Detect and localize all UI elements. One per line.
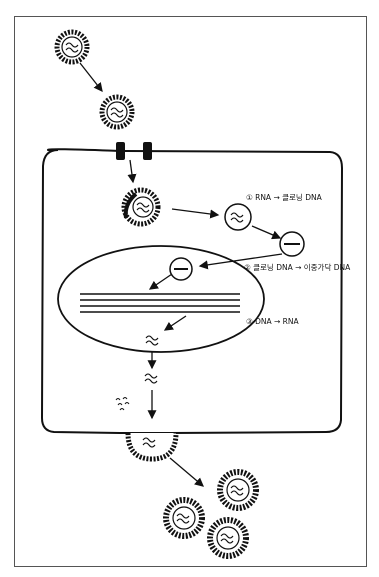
virus-particle-icon bbox=[163, 497, 205, 539]
viral-rna bbox=[144, 373, 158, 384]
arrow-entry bbox=[127, 159, 137, 184]
arrow-transcription bbox=[163, 315, 187, 331]
arrow-approach bbox=[79, 62, 103, 93]
membrane-receptor-icon bbox=[116, 142, 152, 160]
nucleus bbox=[57, 245, 265, 353]
annotation-step3: ③ DNA → RNA bbox=[246, 317, 299, 326]
host-chromosome bbox=[80, 293, 240, 313]
virus-particle-icon bbox=[207, 517, 249, 559]
viral-protein-fragments bbox=[115, 397, 130, 411]
annotation-step1: ① RNA → 클로닝 DNA bbox=[246, 192, 323, 202]
cell-membrane bbox=[40, 148, 344, 434]
virus-particle-icon bbox=[121, 187, 161, 227]
arrow-integration bbox=[148, 273, 173, 290]
virus-particle-icon bbox=[217, 469, 259, 511]
dna-core-icon bbox=[279, 231, 305, 257]
virus-particle-icon bbox=[54, 29, 90, 65]
rna-core-icon bbox=[224, 203, 252, 231]
arrow-uncoat bbox=[171, 208, 220, 219]
arrow-to-nucleus bbox=[198, 253, 283, 270]
arrow-release bbox=[169, 457, 204, 487]
dna-core-icon bbox=[169, 257, 193, 281]
viral-rna bbox=[145, 335, 159, 346]
annotation-step2: ② 클로닝 DNA → 이중가닥 DNA bbox=[244, 262, 351, 272]
arrow-reverse-transcription bbox=[251, 225, 282, 240]
virus-particle-icon bbox=[99, 94, 135, 130]
budding-virus-icon bbox=[125, 432, 179, 462]
